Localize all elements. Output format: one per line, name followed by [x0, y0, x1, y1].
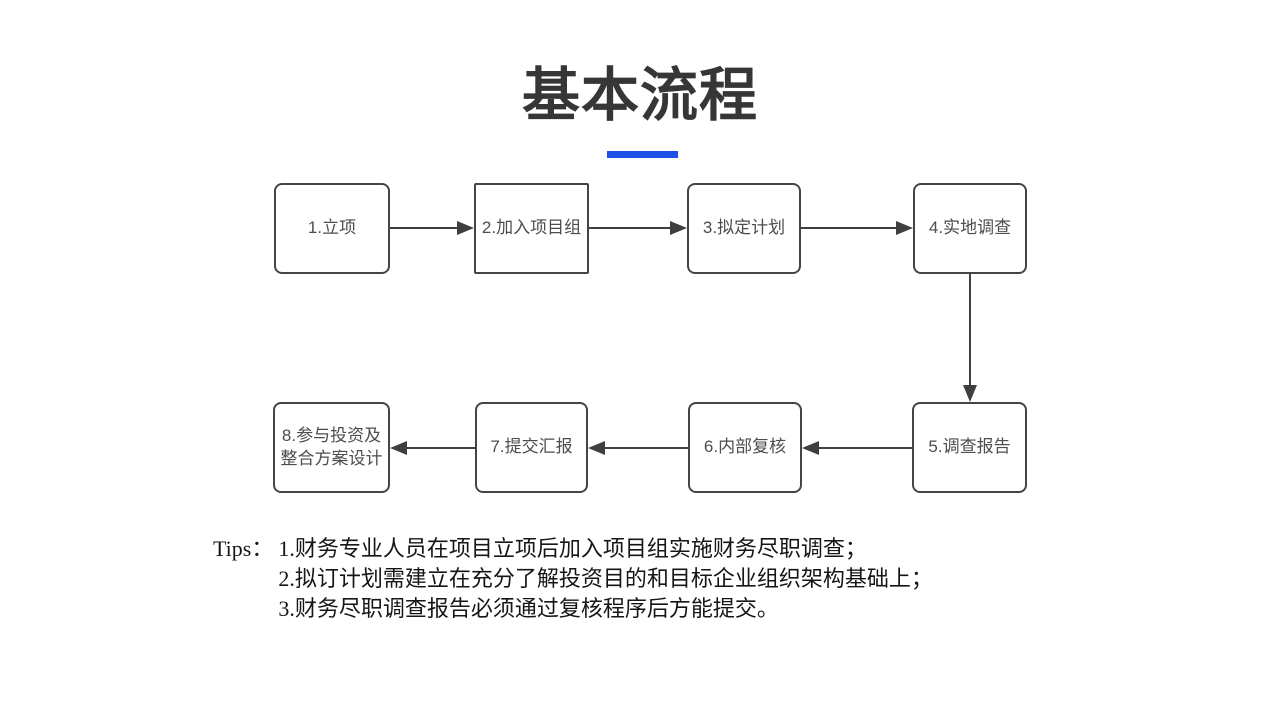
arrow-7-to-8 — [390, 441, 475, 455]
arrow-5-to-6 — [802, 441, 912, 455]
flow-node-label: 7.提交汇报 — [490, 437, 573, 457]
flow-node-3: 3.拟定计划 — [687, 183, 801, 274]
title-underline — [607, 151, 678, 158]
flow-node-7: 7.提交汇报 — [475, 402, 588, 493]
arrow-3-to-4 — [801, 221, 913, 235]
flow-node-label: 1.立项 — [307, 218, 357, 238]
flow-node-label: 5.调查报告 — [928, 437, 1011, 457]
arrow-1-to-2 — [390, 221, 474, 235]
flow-node-2: 2.加入项目组 — [474, 183, 589, 274]
tips-item-2: 2.拟订计划需建立在充分了解投资目的和目标企业组织架构基础上； — [278, 566, 933, 591]
flow-node-label: 4.实地调查 — [928, 218, 1012, 238]
tips-item-3: 3.财务尽职调查报告必须通过复核程序后方能提交。 — [278, 596, 779, 621]
tips-items: 1.财务专业人员在项目立项后加入项目组实施财务尽职调查； 2.拟订计划需建立在充… — [278, 534, 933, 624]
flow-node-6: 6.内部复核 — [688, 402, 802, 493]
tips-item-1: 1.财务专业人员在项目立项后加入项目组实施财务尽职调查； — [278, 536, 867, 561]
arrow-6-to-7 — [588, 441, 688, 455]
flow-node-8: 8.参与投资及 整合方案设计 — [273, 402, 390, 493]
flow-node-label: 8.参与投资及 整合方案设计 — [280, 425, 383, 468]
page-title: 基本流程 — [521, 63, 758, 128]
flow-node-1: 1.立项 — [274, 183, 390, 274]
flow-node-5: 5.调查报告 — [912, 402, 1027, 493]
flow-node-label: 6.内部复核 — [703, 437, 787, 457]
flow-node-label: 2.加入项目组 — [481, 218, 582, 238]
arrow-2-to-3 — [589, 221, 687, 235]
tips-prefix: Tips： — [213, 536, 274, 561]
flow-node-4: 4.实地调查 — [913, 183, 1027, 274]
arrow-4-to-5 — [963, 274, 977, 402]
flow-node-label: 3.拟定计划 — [702, 218, 786, 238]
tips-section: Tips： 1.财务专业人员在项目立项后加入项目组实施财务尽职调查； 2.拟订计… — [213, 534, 933, 624]
